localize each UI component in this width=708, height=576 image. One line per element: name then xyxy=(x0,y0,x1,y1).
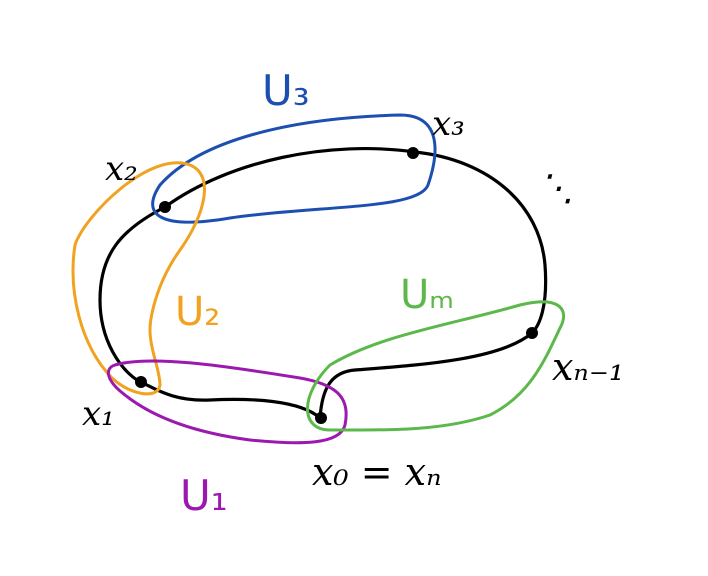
set-um-outline xyxy=(306,300,566,432)
label-x1: x₁ xyxy=(82,394,115,434)
label-x0-equals-xn: x₀ = xₙ xyxy=(312,450,442,494)
set-u2-outline xyxy=(71,161,206,396)
point-x1 xyxy=(135,376,147,388)
label-u2: U₂ xyxy=(175,289,220,335)
label-x2: x₂ xyxy=(105,149,138,189)
set-u1-outline xyxy=(106,359,348,445)
ellipsis-dots: ⋱ xyxy=(538,168,574,209)
label-um: Uₘ xyxy=(400,272,454,318)
point-x0 xyxy=(315,412,327,424)
point-x2 xyxy=(159,201,171,213)
set-u3-outline xyxy=(151,113,437,224)
label-u3: U₃ xyxy=(262,66,310,115)
label-xn-minus-1: xₙ₋₁ xyxy=(552,345,624,389)
closed-loop-curve xyxy=(98,147,548,420)
point-x3 xyxy=(407,147,419,159)
label-u1: U₁ xyxy=(180,471,228,520)
label-x3: x₃ xyxy=(432,104,465,144)
point-xn1 xyxy=(526,327,538,339)
